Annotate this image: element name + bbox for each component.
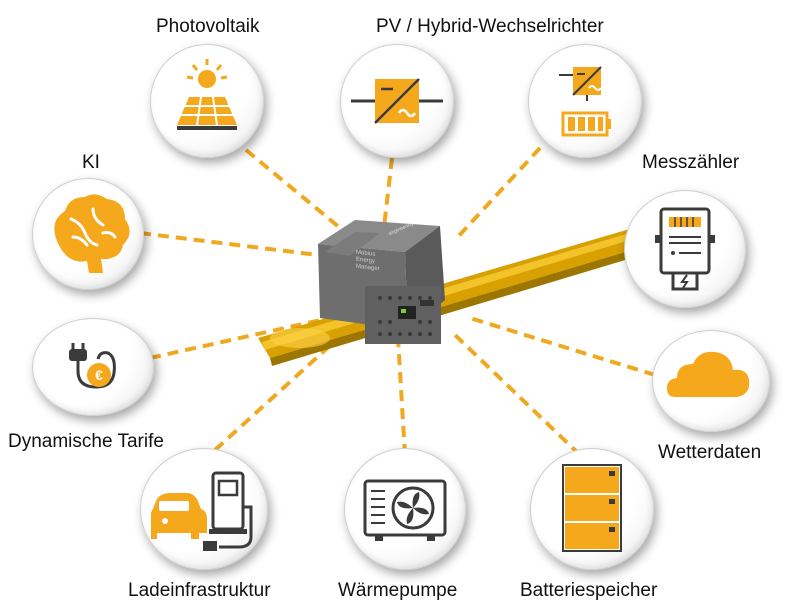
hybrid-inverter-battery-icon xyxy=(559,66,611,137)
node-waerme xyxy=(344,448,466,570)
label-inverter: PV / Hybrid-Wechselrichter xyxy=(376,16,604,37)
connector-hybrid xyxy=(453,146,542,242)
din-rail xyxy=(258,226,652,366)
label-wetter: Wetterdaten xyxy=(658,442,762,463)
connector-photovoltaik xyxy=(244,148,347,234)
label-lade: Ladeinfrastruktur xyxy=(128,580,271,601)
node-tarife: € xyxy=(32,318,154,416)
label-tarife: Dynamische Tarife xyxy=(8,431,164,452)
node-hybrid xyxy=(528,44,642,158)
connector-ki xyxy=(139,231,319,257)
connector-inverter xyxy=(381,157,394,237)
node-batterie xyxy=(530,448,654,570)
brain-icon xyxy=(54,194,130,273)
connector-wetter xyxy=(469,316,656,377)
node-ki xyxy=(32,178,144,290)
electricity-meter-icon xyxy=(655,207,715,291)
label-photovoltaik: Photovoltaik xyxy=(156,16,260,37)
connector-lade xyxy=(213,330,347,452)
node-photovoltaik xyxy=(150,44,264,158)
battery-rack-icon xyxy=(562,464,622,552)
node-messzaehler xyxy=(624,190,746,308)
node-wetter xyxy=(652,330,770,432)
inverter-icon xyxy=(351,78,443,124)
svg-text:€: € xyxy=(95,367,103,383)
connector-batterie xyxy=(453,333,582,457)
car-charging-station-icon xyxy=(151,471,253,551)
label-waerme: Wärmepumpe xyxy=(338,580,458,601)
node-lade xyxy=(140,448,268,570)
label-batterie: Batteriespeicher xyxy=(520,580,658,601)
energy-manager-device xyxy=(318,220,445,344)
connector-tarife xyxy=(149,316,331,360)
connector-waerme xyxy=(396,337,407,456)
plug-euro-icon: € xyxy=(69,343,116,389)
cloud-icon xyxy=(667,351,750,397)
device-label: Mobius Energy Manager xyxy=(356,249,380,273)
label-ki: KI xyxy=(82,152,100,173)
node-inverter xyxy=(340,44,454,158)
solar-panel-sun-icon xyxy=(177,59,237,130)
heat-pump-icon xyxy=(363,479,447,541)
label-messzaehler: Messzähler xyxy=(642,152,740,173)
